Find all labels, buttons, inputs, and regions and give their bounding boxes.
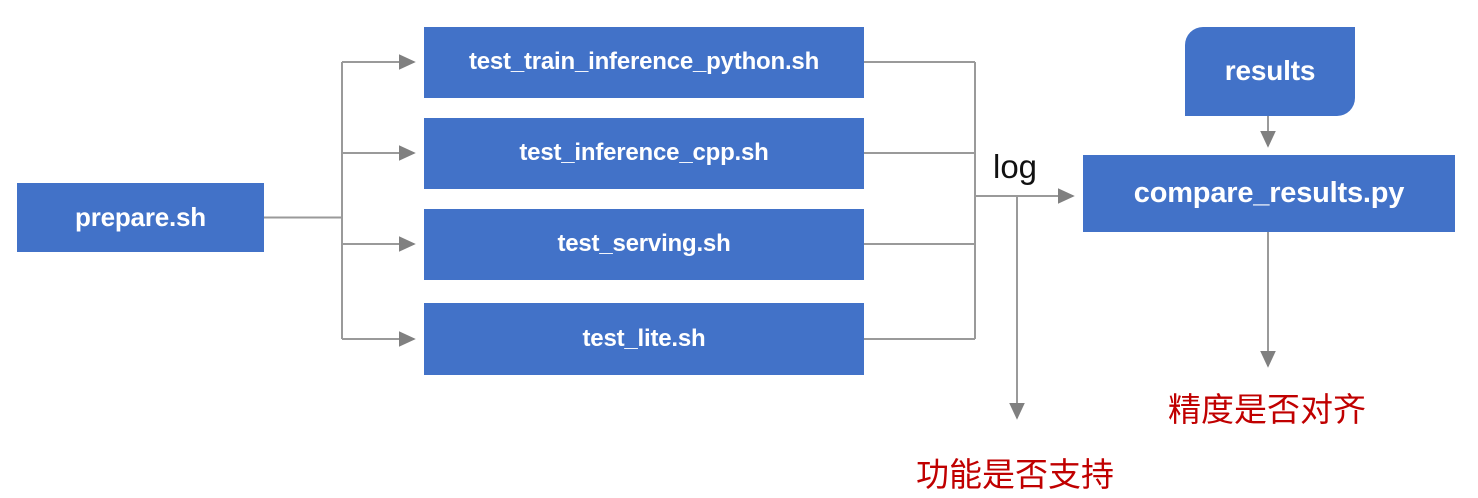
node-test-lite-sh[interactable]: test_lite.sh bbox=[424, 303, 864, 375]
node-test-serving-sh-label: test_serving.sh bbox=[557, 230, 731, 258]
node-compare-results-py[interactable]: compare_results.py bbox=[1083, 155, 1455, 232]
node-test-serving-sh[interactable]: test_serving.sh bbox=[424, 209, 864, 280]
edge-label-log: log bbox=[993, 148, 1038, 185]
node-test-inference-cpp-sh-label: test_inference_cpp.sh bbox=[519, 139, 769, 167]
annotation-precision-aligned: 精度是否对齐 bbox=[1168, 390, 1366, 429]
node-test-lite-sh-label: test_lite.sh bbox=[582, 324, 706, 352]
node-prepare-sh[interactable]: prepare.sh bbox=[17, 183, 264, 252]
node-results[interactable]: results bbox=[1185, 27, 1355, 116]
node-test-train-inference-python-sh-label: test_train_inference_python.sh bbox=[468, 48, 820, 76]
annotation-function-supported: 功能是否支持 bbox=[916, 455, 1114, 494]
node-results-label: results bbox=[1224, 55, 1316, 87]
node-prepare-sh-label: prepare.sh bbox=[75, 202, 206, 233]
node-compare-results-py-label: compare_results.py bbox=[1133, 176, 1405, 209]
node-test-inference-cpp-sh[interactable]: test_inference_cpp.sh bbox=[424, 118, 864, 189]
node-test-train-inference-python-sh[interactable]: test_train_inference_python.sh bbox=[424, 27, 864, 98]
